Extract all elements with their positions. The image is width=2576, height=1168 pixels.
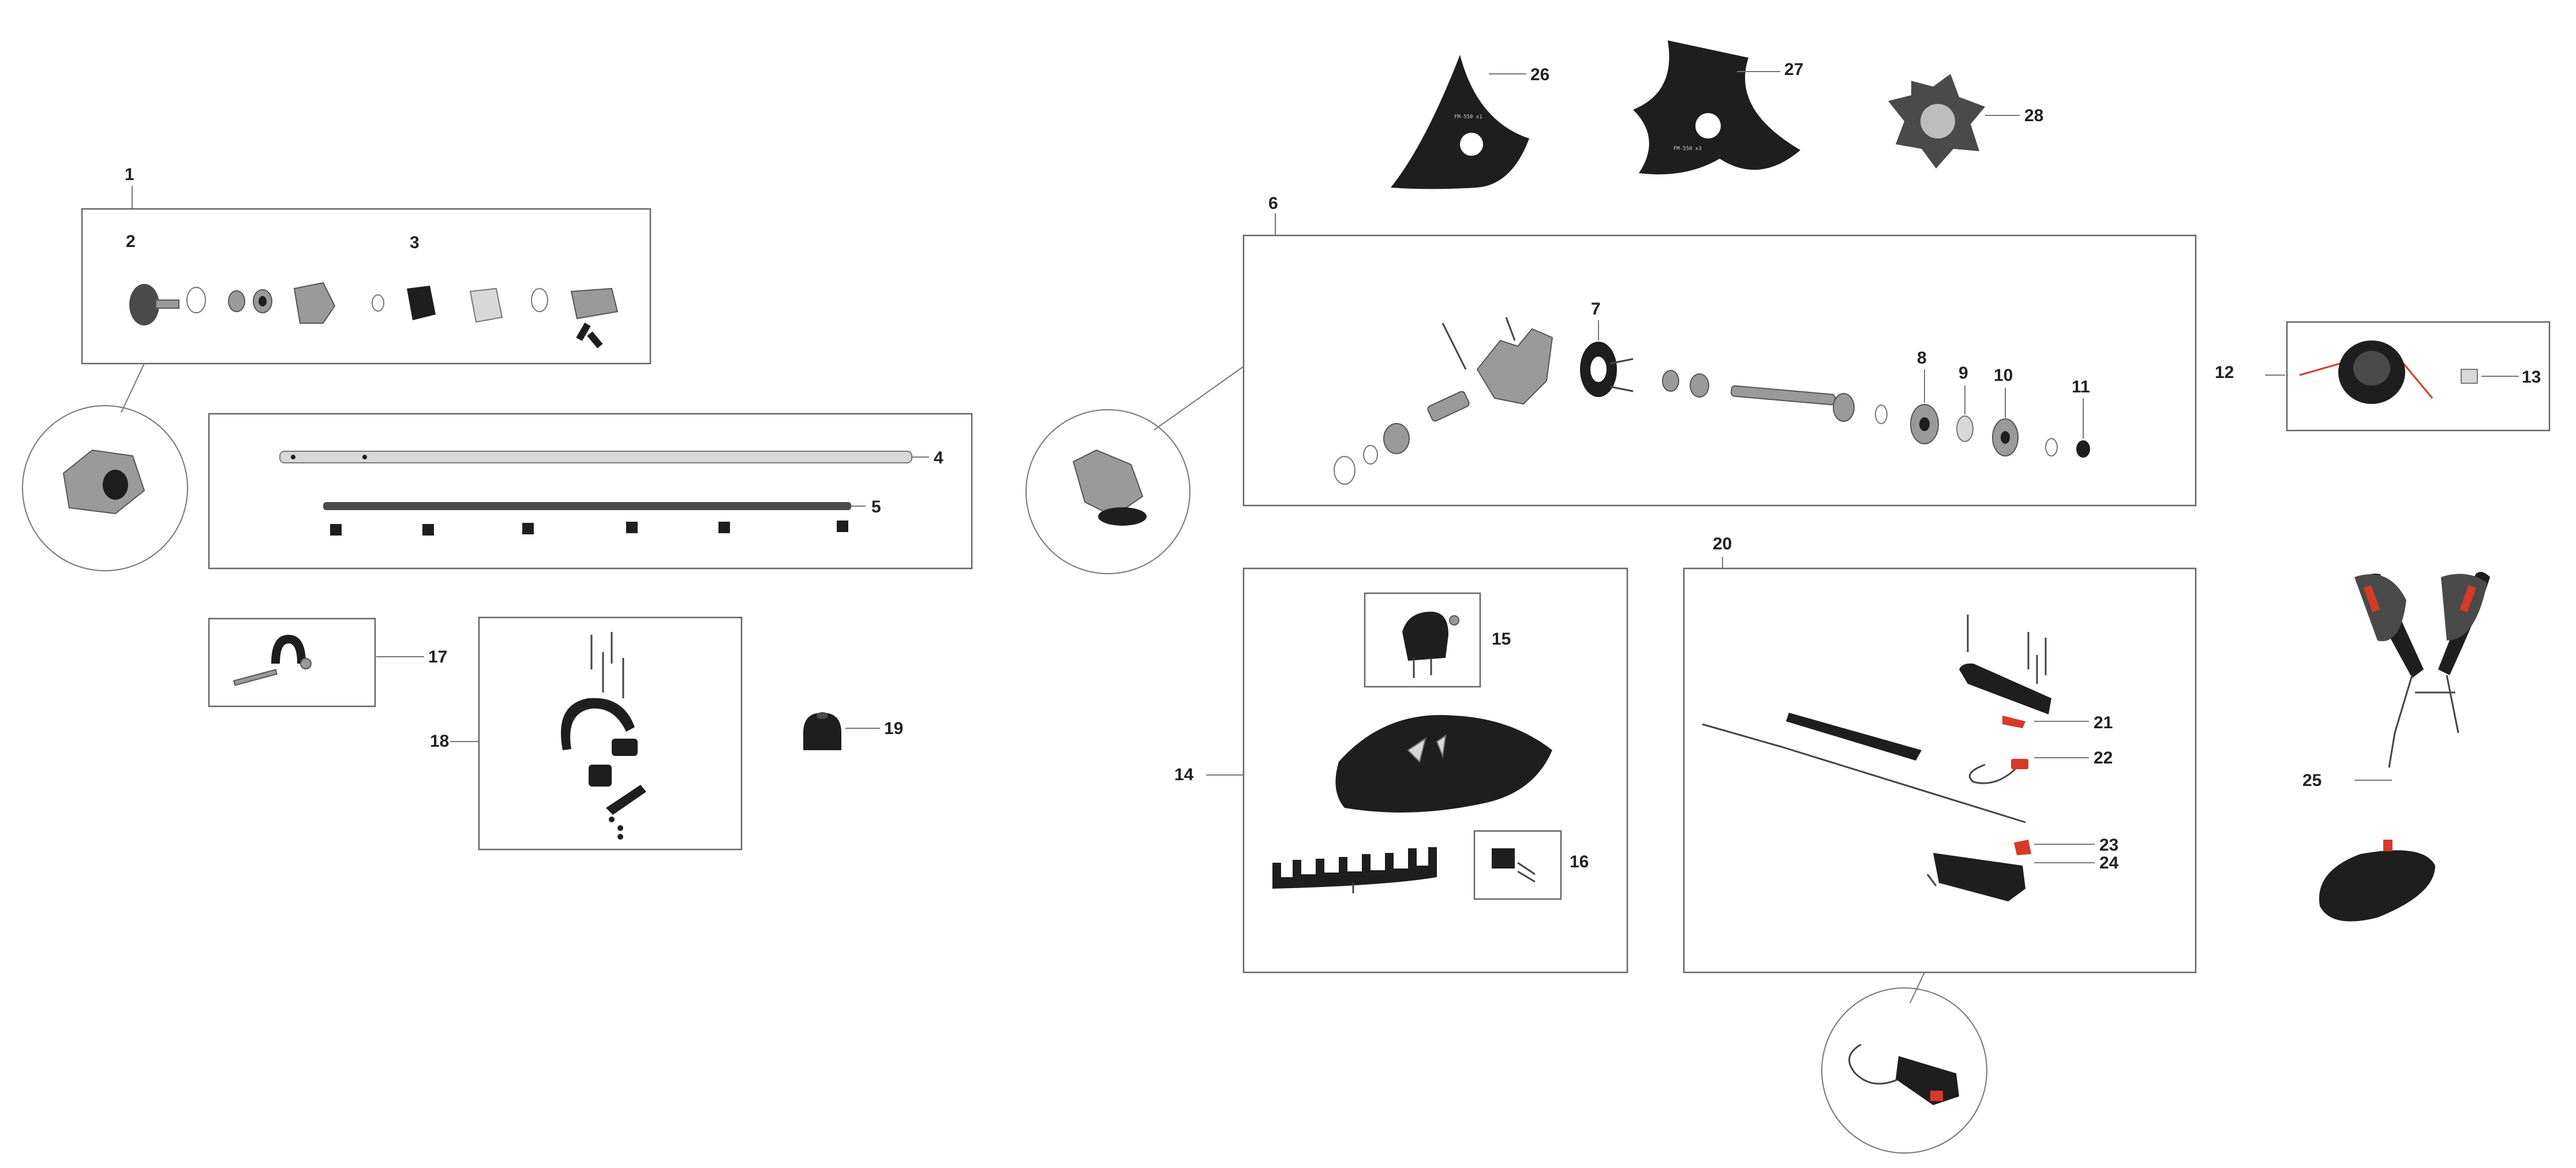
detail-circle-handle — [1821, 972, 1987, 1154]
callout-15: 15 — [1492, 630, 1511, 649]
callout-4: 4 — [934, 448, 943, 467]
svg-text:FM-550 x3: FM-550 x3 — [1673, 146, 1702, 152]
callout-8: 8 — [1917, 349, 1927, 368]
detail-circle-gearbox — [1025, 366, 1244, 574]
part-24-handle-lower[interactable] — [1926, 853, 2095, 901]
group-1-clutch-assembly: 1 2 3 — [81, 165, 652, 365]
group-18-loop-handle: 18 — [430, 616, 743, 851]
part-17-clamp[interactable] — [233, 635, 312, 686]
callout-21: 21 — [2094, 713, 2113, 732]
callout-7: 7 — [1591, 300, 1601, 319]
callout-26: 26 — [1530, 65, 1549, 84]
callout-6: 6 — [1268, 194, 1278, 213]
callout-2: 2 — [126, 232, 136, 251]
callout-5: 5 — [871, 497, 881, 516]
part-21-throttle-trigger[interactable] — [2002, 716, 2089, 728]
part-3-clutch-shoe[interactable] — [407, 286, 436, 320]
group-tube-and-shaft: 4 5 — [208, 413, 973, 570]
callout-19: 19 — [884, 719, 903, 738]
frame-group-18 — [478, 616, 743, 851]
part-9-washer[interactable] — [1956, 385, 1974, 442]
callout-28: 28 — [2024, 106, 2043, 125]
part-throttle-cable[interactable] — [1702, 713, 2026, 823]
callout-12: 12 — [2215, 363, 2234, 382]
part-13-eyelet[interactable] — [2461, 369, 2519, 384]
frame-tube — [208, 413, 973, 570]
callout-25: 25 — [2302, 771, 2322, 790]
part-5-drive-shaft[interactable] — [323, 502, 851, 536]
callout-24: 24 — [2099, 853, 2119, 873]
callout-1: 1 — [125, 165, 134, 184]
part-7-bearing-plate[interactable] — [1580, 320, 1617, 397]
part-handle-upper[interactable] — [1959, 615, 2051, 714]
part-11-nut[interactable] — [2076, 398, 2090, 458]
part-26-three-tooth-blade[interactable]: FM-550 x1 — [1391, 55, 1529, 189]
callout-13: 13 — [2522, 368, 2541, 387]
frame-part-15 — [1364, 592, 1481, 688]
callout-23: 23 — [2099, 836, 2118, 855]
part-12-trimmer-head[interactable] — [2299, 340, 2433, 404]
callout-17: 17 — [428, 647, 447, 667]
frame-group-12 — [2286, 321, 2551, 432]
part-4-drive-tube[interactable] — [279, 451, 912, 463]
frame-group-14 — [1242, 567, 1628, 974]
callout-18: 18 — [430, 732, 449, 751]
part-10-cup-washer[interactable] — [1992, 388, 2019, 456]
part-16-bracket[interactable] — [1492, 848, 1536, 883]
callout-3: 3 — [410, 233, 420, 252]
group-17-handle-clamp: 17 — [208, 617, 447, 707]
frame-group-1 — [81, 208, 652, 365]
part-gearbox-housing[interactable] — [1334, 317, 1553, 485]
part-2-clutch-drum[interactable] — [129, 284, 179, 325]
callout-16: 16 — [1570, 852, 1589, 871]
part-28-star-blade[interactable] — [1888, 74, 2020, 169]
frame-group-6 — [1242, 234, 2197, 507]
group-14-guard: 14 15 16 — [1174, 567, 1628, 974]
group-20-handle-throttle: 20 21 22 23 — [1683, 534, 2197, 974]
frame-group-20 — [1683, 567, 2197, 974]
part-guard-shield[interactable] — [1335, 715, 1552, 813]
part-25-harness[interactable] — [2319, 572, 2490, 922]
part-guard-skirt[interactable] — [1272, 847, 1437, 893]
part-15-guard-bracket[interactable] — [1402, 612, 1459, 678]
callout-14: 14 — [1174, 765, 1194, 784]
group-6-gearbox: 6 7 8 — [1242, 194, 2197, 507]
callout-10: 10 — [1994, 366, 2013, 385]
part-8-collar[interactable] — [1910, 369, 1939, 444]
callout-27: 27 — [1784, 60, 1803, 79]
part-22-switch-wire[interactable] — [1968, 757, 2089, 784]
callout-9: 9 — [1959, 364, 1968, 383]
part-18-loop-handle[interactable] — [561, 632, 646, 840]
part-23-throttle-button[interactable] — [2014, 840, 2095, 855]
frame-part-16 — [1473, 830, 1562, 900]
frame-group-17 — [208, 617, 376, 707]
part-19-grip-clamp[interactable] — [803, 712, 880, 750]
detail-circle-clutch-housing — [22, 363, 188, 571]
callout-11: 11 — [2072, 377, 2090, 396]
callout-20: 20 — [1713, 534, 1732, 553]
callout-22: 22 — [2094, 748, 2113, 768]
group-12-trimmer-head: 12 13 — [2215, 321, 2551, 432]
part-27-three-tooth-blade-large[interactable]: FM-550 x3 — [1633, 40, 1800, 175]
svg-text:FM-550 x1: FM-550 x1 — [1454, 114, 1482, 120]
